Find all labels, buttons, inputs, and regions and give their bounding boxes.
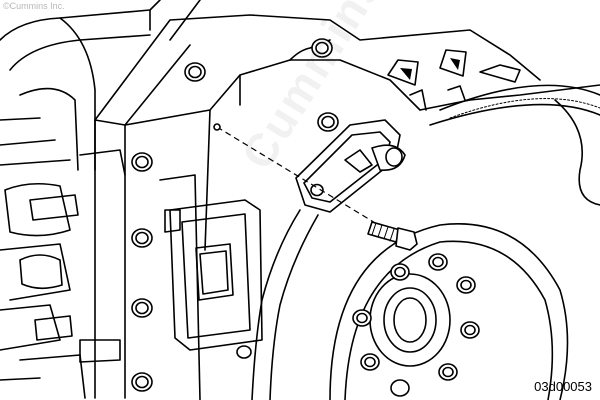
bell-housing-tabs xyxy=(387,49,521,111)
left-fittings xyxy=(19,194,79,341)
copyright-notice: ©Cummins Inc. xyxy=(3,1,65,11)
harness-bracket xyxy=(295,119,406,213)
capscrew xyxy=(213,123,418,251)
wiring-harness xyxy=(251,209,319,400)
housing-bolts xyxy=(131,38,339,392)
figure-id-label: 03d00053 xyxy=(534,379,592,394)
gear-housing xyxy=(79,14,600,400)
engine-block-left xyxy=(0,0,201,399)
crankshaft-pulley xyxy=(329,223,569,400)
cover-plate xyxy=(169,199,263,351)
flywheel-ring-gear xyxy=(429,84,600,206)
